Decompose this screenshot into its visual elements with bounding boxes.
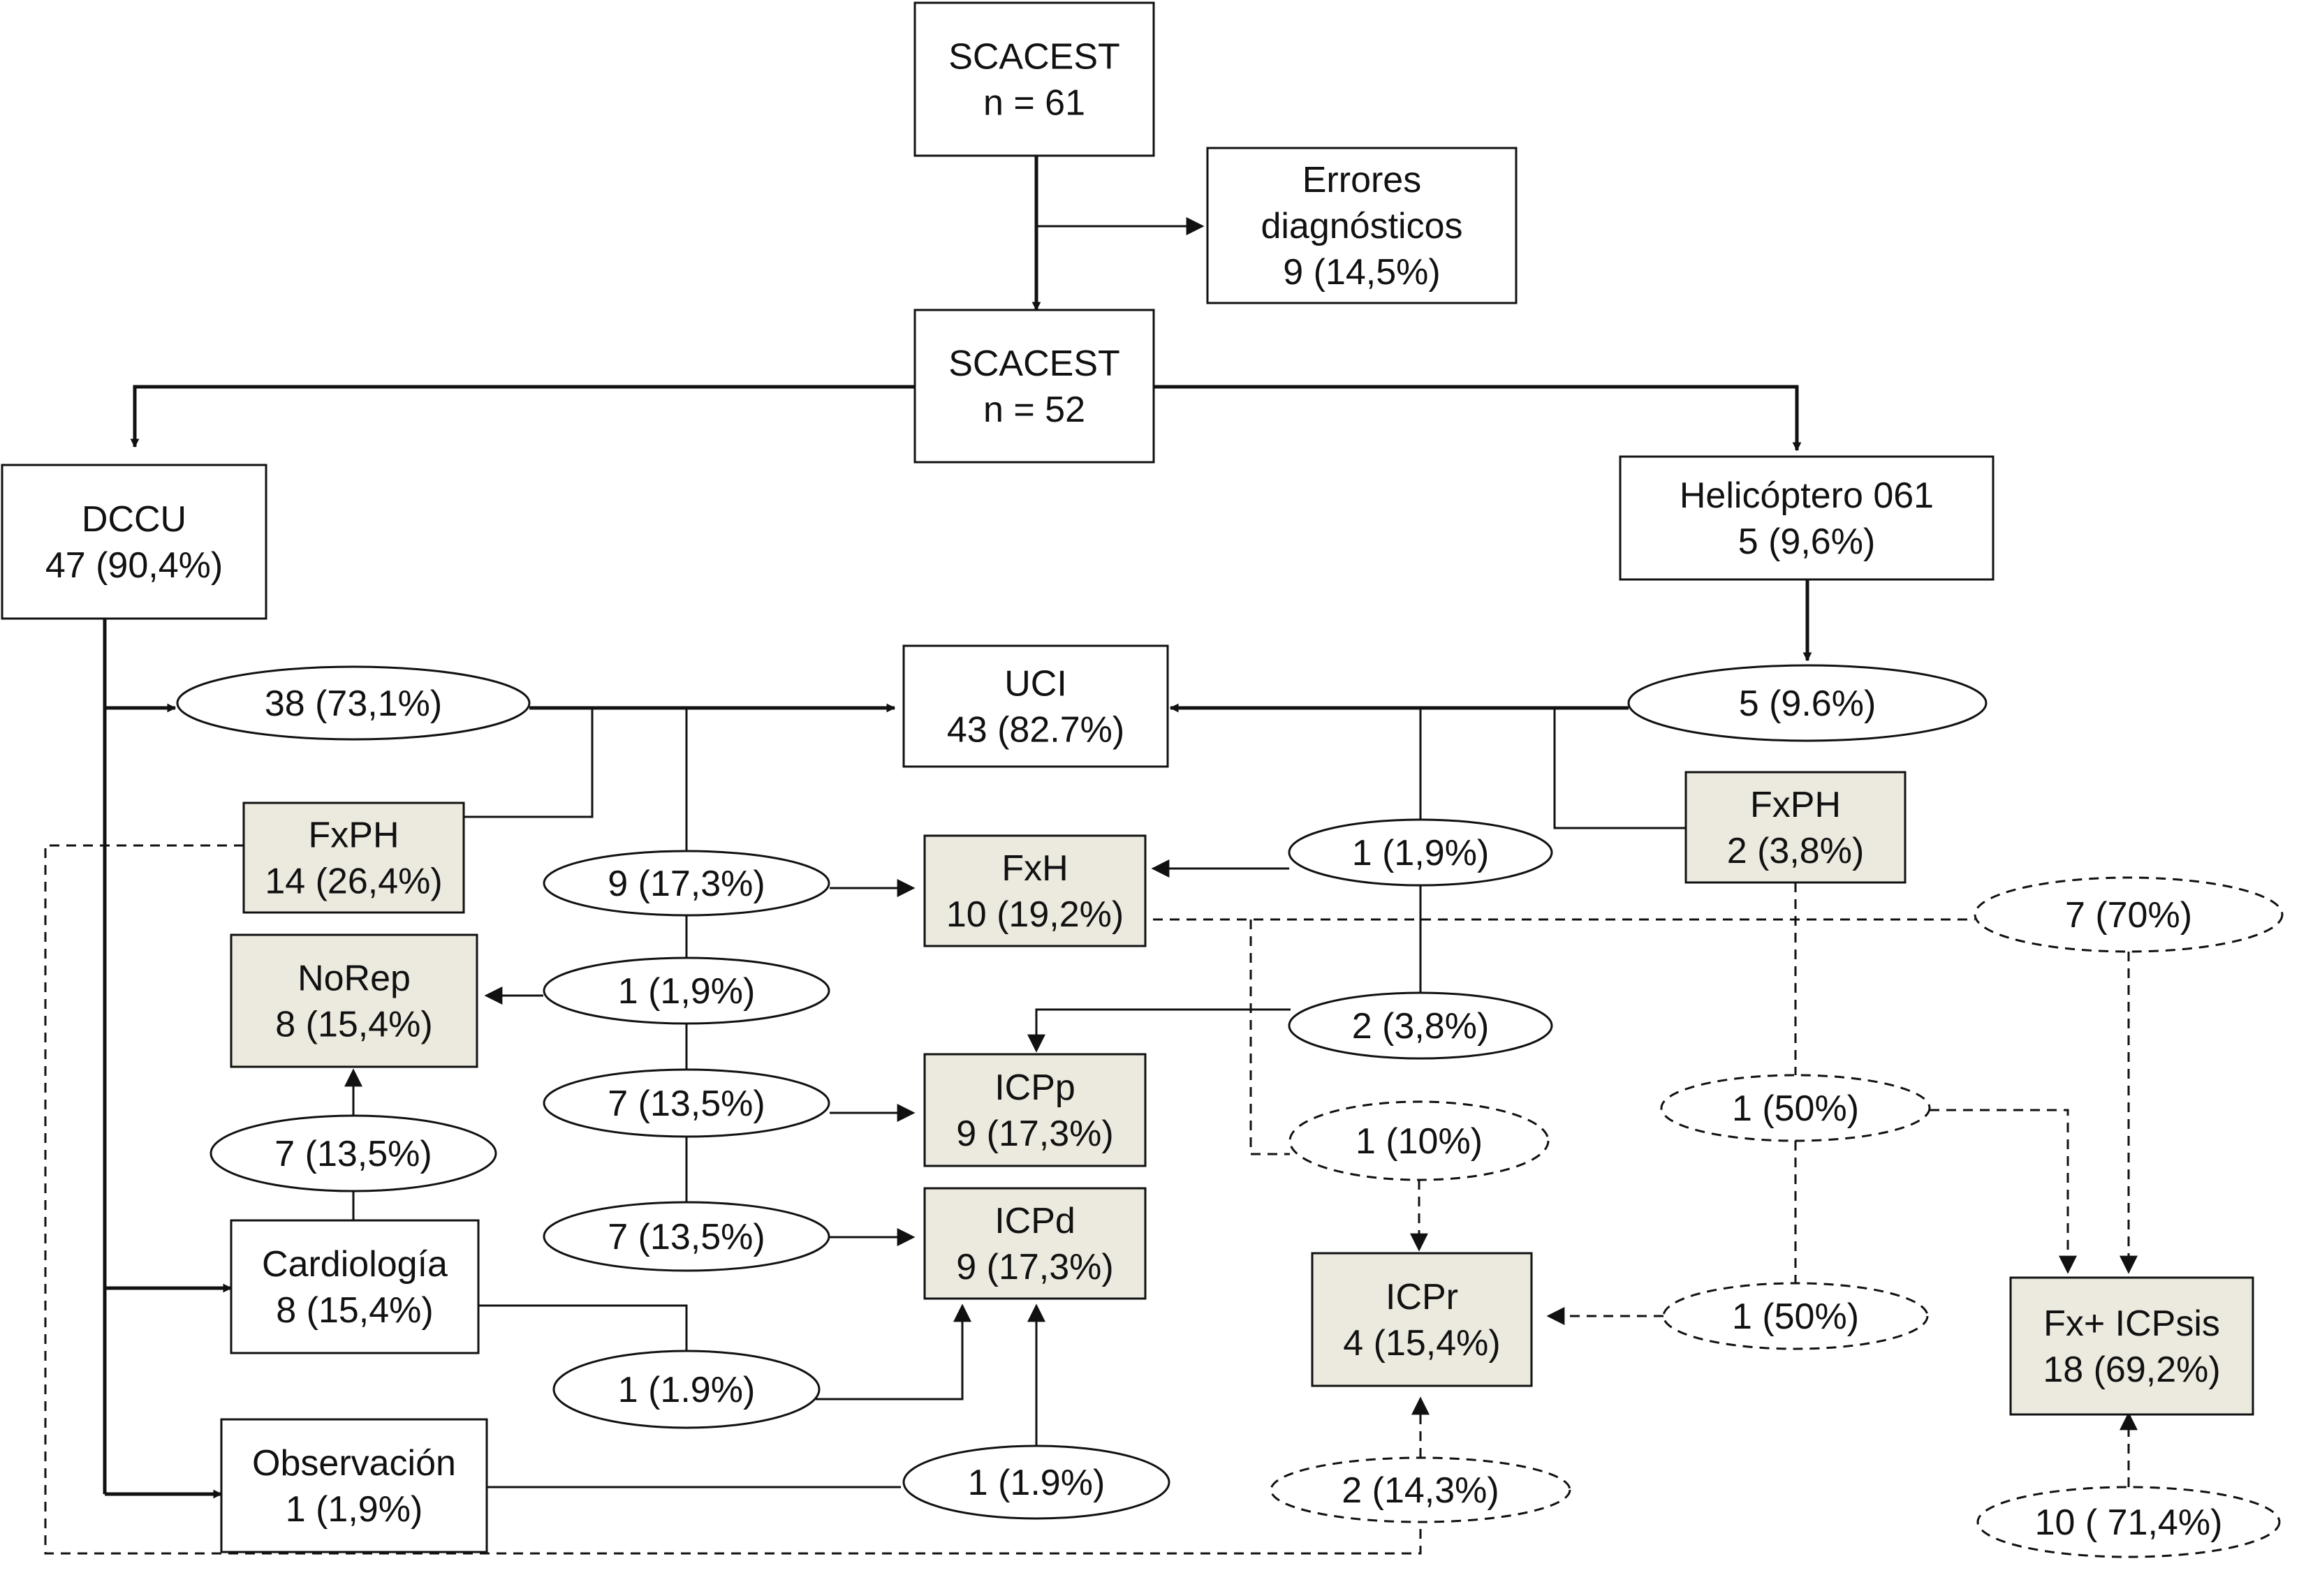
oval-38: 38 (73,1%) <box>176 665 531 741</box>
node-icpp: ICPp 9 (17,3%) <box>923 1053 1147 1167</box>
oval-9-label: 9 (17,3%) <box>608 864 765 904</box>
node-scacest-61: SCACEST n = 61 <box>913 1 1155 157</box>
node-icpr-line-2: 4 (15,4%) <box>1343 1323 1500 1364</box>
node-cardiologia-line-1: Cardiología <box>262 1244 448 1285</box>
oval-2-14: 2 (14,3%) <box>1270 1456 1571 1523</box>
edge-fxph-left-dashed-loop <box>44 844 1422 1555</box>
node-scacest-61-line-1: SCACEST <box>948 37 1120 77</box>
node-errores-diagnosticos-line-2: diagnósticos <box>1261 206 1462 246</box>
node-helicoptero-061-line-1: Helicóptero 061 <box>1680 475 1934 516</box>
oval-1-norep-label: 1 (1,9%) <box>618 971 756 1012</box>
node-norep: NoRep 8 (15,4%) <box>230 933 478 1068</box>
oval-2-icpp-label: 2 (3,8%) <box>1352 1006 1490 1047</box>
node-scacest-61-line-2: n = 61 <box>983 83 1085 124</box>
node-errores-diagnosticos-line-1: Errores <box>1302 160 1421 200</box>
oval-10-71-label: 10 ( 71,4%) <box>2035 1502 2223 1543</box>
node-norep-line-1: NoRep <box>298 959 411 999</box>
node-fxh-line-1: FxH <box>1001 848 1068 889</box>
oval-10-71: 10 ( 71,4%) <box>1976 1486 2281 1558</box>
edge-scacest52-to-dccu <box>130 385 915 448</box>
node-icpd-line-1: ICPd <box>994 1201 1075 1241</box>
node-icpr: ICPr 4 (15,4%) <box>1311 1252 1533 1387</box>
node-icpd-line-2: 9 (17,3%) <box>956 1247 1113 1287</box>
node-helicoptero-061: Helicóptero 061 5 (9,6%) <box>1619 455 1995 581</box>
oval-5-label: 5 (9.6%) <box>1739 684 1876 724</box>
oval-7-70-label: 7 (70%) <box>2065 895 2192 936</box>
oval-7-cardio: 7 (13,5%) <box>210 1114 497 1192</box>
node-helicoptero-061-line-2: 5 (9,6%) <box>1738 522 1876 562</box>
edge-o2-to-icpp <box>1027 1008 1291 1053</box>
edge-o1-cardio-to-icpd <box>816 1303 971 1401</box>
oval-1-fxh: 1 (1,9%) <box>1288 818 1553 887</box>
oval-1-50b-label: 1 (50%) <box>1732 1296 1859 1337</box>
oval-1-50b: 1 (50%) <box>1662 1282 1929 1350</box>
node-icpp-line-1: ICPp <box>994 1067 1075 1108</box>
oval-1-norep: 1 (1,9%) <box>543 956 830 1025</box>
oval-1-10-label: 1 (10%) <box>1356 1121 1483 1162</box>
oval-7-icpp: 7 (13,5%) <box>543 1068 830 1138</box>
node-cardiologia-line-2: 8 (15,4%) <box>276 1290 433 1331</box>
node-fxh: FxH 10 (19,2%) <box>923 834 1147 947</box>
node-fx-icpsis: Fx+ ICPsis 18 (69,2%) <box>2009 1276 2254 1416</box>
node-scacest-52: SCACEST n = 52 <box>913 309 1155 464</box>
node-uci: UCI 43 (82.7%) <box>902 644 1169 768</box>
oval-1-cardio: 1 (1.9%) <box>552 1350 821 1429</box>
node-observacion-line-1: Observación <box>252 1443 456 1484</box>
node-fxph-right-line-1: FxPH <box>1750 785 1841 825</box>
oval-7-icpd-label: 7 (13,5%) <box>608 1217 765 1257</box>
node-fxph-right-line-2: 2 (3,8%) <box>1727 831 1865 871</box>
oval-7-icpp-label: 7 (13,5%) <box>608 1084 765 1124</box>
node-icpd: ICPd 9 (17,3%) <box>923 1187 1147 1300</box>
oval-1-50a-label: 1 (50%) <box>1732 1088 1859 1129</box>
oval-5: 5 (9.6%) <box>1627 664 1988 742</box>
node-scacest-52-line-1: SCACEST <box>948 343 1120 384</box>
oval-1-10: 1 (10%) <box>1288 1100 1550 1181</box>
oval-7-cardio-label: 7 (13,5%) <box>274 1134 432 1174</box>
oval-9: 9 (17,3%) <box>543 850 830 917</box>
node-uci-line-1: UCI <box>1004 664 1067 704</box>
node-fx-icpsis-line-2: 18 (69,2%) <box>2043 1350 2220 1390</box>
oval-7-70: 7 (70%) <box>1974 876 2284 953</box>
oval-1-obs-label: 1 (1.9%) <box>968 1463 1106 1503</box>
node-fxph-left: FxPH 14 (26,4%) <box>242 801 465 914</box>
oval-1-obs: 1 (1.9%) <box>902 1444 1170 1520</box>
node-fxph-right: FxPH 2 (3,8%) <box>1684 771 1907 884</box>
node-icpp-line-2: 9 (17,3%) <box>956 1114 1113 1154</box>
node-fx-icpsis-line-1: Fx+ ICPsis <box>2043 1303 2220 1344</box>
oval-38-label: 38 (73,1%) <box>265 684 442 724</box>
node-scacest-52-line-2: n = 52 <box>983 390 1085 430</box>
node-dccu: DCCU 47 (90,4%) <box>1 464 267 620</box>
node-errores-diagnosticos: Errores diagnósticos 9 (14,5%) <box>1206 147 1518 304</box>
node-dccu-line-1: DCCU <box>82 499 186 540</box>
node-fxph-left-line-1: FxPH <box>309 815 399 856</box>
oval-7-icpd: 7 (13,5%) <box>543 1201 830 1272</box>
oval-1-fxh-label: 1 (1,9%) <box>1352 833 1490 873</box>
node-cardiologia: Cardiología 8 (15,4%) <box>230 1219 480 1354</box>
node-icpr-line-1: ICPr <box>1386 1277 1458 1317</box>
oval-2-icpp: 2 (3,8%) <box>1288 991 1553 1060</box>
edge-cardiologia-to-o1 <box>478 1304 688 1351</box>
oval-1-50a: 1 (50%) <box>1660 1074 1931 1142</box>
node-uci-line-2: 43 (82.7%) <box>947 710 1124 751</box>
edge-o5-row-to-fxph-right <box>1553 708 1686 829</box>
node-observacion: Observación 1 (1,9%) <box>220 1418 488 1553</box>
node-fxph-left-line-2: 14 (26,4%) <box>265 862 442 902</box>
node-observacion-line-2: 1 (1,9%) <box>286 1489 423 1530</box>
edge-o38-to-fxph-left <box>464 708 594 818</box>
node-dccu-line-2: 47 (90,4%) <box>45 545 223 586</box>
oval-1-cardio-label: 1 (1.9%) <box>618 1370 756 1410</box>
edge-o1-50a-to-fx-icpsis <box>1930 1109 2077 1274</box>
node-fxh-line-2: 10 (19,2%) <box>946 894 1124 935</box>
oval-2-14-label: 2 (14,3%) <box>1342 1470 1499 1511</box>
edge-scacest52-to-helicoptero <box>1154 385 1802 452</box>
node-errores-diagnosticos-line-3: 9 (14,5%) <box>1283 252 1440 293</box>
edge-fxh-to-o1-10 <box>1249 919 1290 1155</box>
node-norep-line-2: 8 (15,4%) <box>275 1005 432 1045</box>
